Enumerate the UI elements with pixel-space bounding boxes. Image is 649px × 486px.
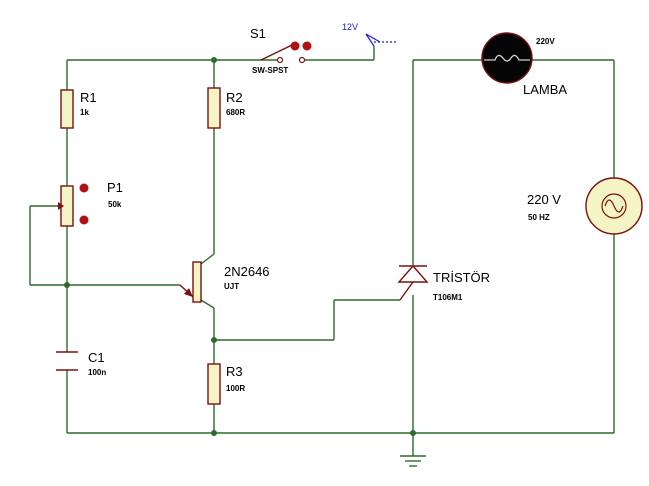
thyristor-triangle <box>397 264 429 283</box>
p1-value: 50k <box>108 200 122 209</box>
junction-dots <box>64 57 416 436</box>
lamp-value: 220V <box>536 37 555 46</box>
ujt-value: UJT <box>224 282 239 291</box>
pot-pin-dot <box>79 183 89 193</box>
ac-source: 220 V 50 HZ <box>527 177 643 235</box>
resistor-r1: R1 1k <box>60 89 97 129</box>
switch-s1: S1 SW-SPST <box>250 26 312 75</box>
r2-name: R2 <box>226 90 243 105</box>
supply-label: 12V <box>342 22 358 32</box>
sine-wave <box>604 199 624 213</box>
thyristor-value: T106M1 <box>433 293 463 302</box>
supply-arrow <box>365 33 381 47</box>
junction-dot <box>211 430 217 436</box>
wires <box>29 46 615 456</box>
switch-pin-dot <box>302 41 312 51</box>
r3-name: R3 <box>226 364 243 379</box>
junction-dot <box>410 430 416 436</box>
ujt-bar <box>192 261 202 303</box>
thyristor: TRİSTÖR T106M1 <box>397 264 490 302</box>
resistor-r2: R2 680R <box>207 87 245 129</box>
resistor-r3: R3 100R <box>207 363 245 405</box>
switch-value: SW-SPST <box>252 66 288 75</box>
capacitor-c1: C1 100n <box>56 350 106 377</box>
c1-name: C1 <box>88 350 105 365</box>
switch-pin-dot <box>290 41 300 51</box>
ac-source-inner <box>601 193 627 219</box>
ujt-emitter-arrow <box>184 288 193 297</box>
c1-value: 100n <box>88 368 106 377</box>
lamp-filament <box>484 54 530 62</box>
r1-value: 1k <box>80 108 89 117</box>
ujt-name: 2N2646 <box>224 264 270 279</box>
lamp: 220V LAMBA <box>481 32 567 97</box>
wiper-arrowhead <box>58 202 64 210</box>
switch-contact <box>276 56 284 64</box>
r3-value: 100R <box>226 384 245 393</box>
r1-name: R1 <box>80 90 97 105</box>
resistor-body <box>207 363 221 405</box>
switch-lever <box>260 44 293 61</box>
resistor-body <box>60 89 74 129</box>
resistor-body <box>207 87 221 129</box>
p1-name: P1 <box>107 180 123 195</box>
switch-contact <box>298 56 306 64</box>
junction-dot <box>211 337 217 343</box>
lamp-bulb <box>481 32 533 84</box>
supply-terminal: 12V <box>342 22 397 47</box>
junction-dot <box>64 282 70 288</box>
pot-pin-dot <box>79 215 89 225</box>
ac-source-value: 50 HZ <box>528 213 550 222</box>
lamp-name: LAMBA <box>523 82 567 97</box>
transistor-ujt: 2N2646 UJT <box>179 261 270 303</box>
potentiometer-p1: P1 50k <box>57 180 123 227</box>
r2-value: 680R <box>226 108 245 117</box>
switch-name: S1 <box>250 26 266 41</box>
thyristor-name: TRİSTÖR <box>433 270 490 285</box>
junction-dot <box>211 57 217 63</box>
ac-source-name: 220 V <box>527 192 561 207</box>
ground-symbol <box>400 455 426 467</box>
thyristor-gate <box>399 281 414 301</box>
